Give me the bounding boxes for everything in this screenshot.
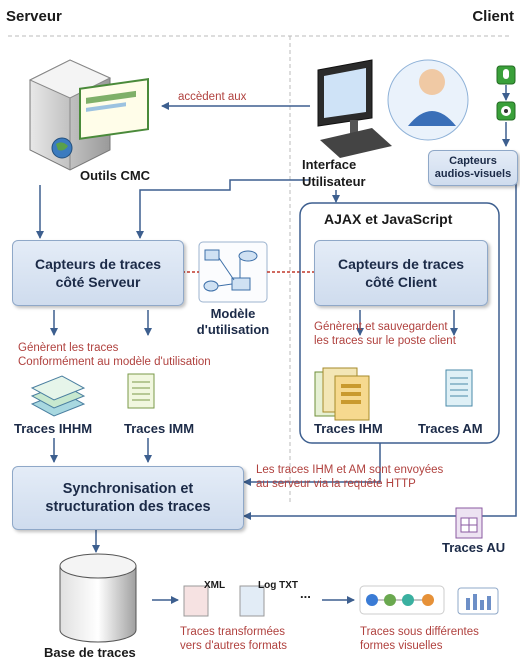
server-header: Serveur <box>6 8 62 25</box>
document-stack-icon <box>30 375 86 417</box>
document-stack-icon <box>314 367 370 421</box>
line-chart-icon <box>359 585 445 615</box>
bar-chart-icon <box>457 587 499 615</box>
xml-label: XML <box>204 580 226 591</box>
generent-sauvegardent-label: Génèrent et sauvegardent les traces sur … <box>314 321 456 347</box>
database-icon <box>59 553 137 643</box>
traces-am-label: Traces AM <box>418 421 483 436</box>
traces-au-label: Traces AU <box>442 540 506 555</box>
document-stack-icon <box>445 369 473 407</box>
server-computer-icon <box>28 59 149 171</box>
transformees-label: Traces transformées vers d'autres format… <box>180 626 288 652</box>
document-stack-icon <box>127 373 155 409</box>
base-traces-label: Base de traces <box>44 645 136 660</box>
capteurs-client-box: Capteurs de traces côté Client <box>314 240 488 306</box>
client-header: Client <box>472 8 514 25</box>
microphone-icon <box>496 65 516 85</box>
generent-traces-label: Génèrent les traces Conformément au modè… <box>18 342 211 368</box>
log-txt-label: Log TXT <box>258 580 298 591</box>
accedent-label: accèdent aux <box>178 91 247 103</box>
capteurs-av-box: Capteurs audios-visuels <box>428 150 518 186</box>
document-stack-icon <box>455 507 483 539</box>
envoyees-label: Les traces IHM et AM sont envoyées au se… <box>256 464 444 490</box>
usage-model-icon <box>198 241 268 303</box>
modele-utilisation-label: Modèle d'utilisation <box>196 306 270 337</box>
traces-ihhm-label: Traces IHHM <box>14 421 93 436</box>
traces-ihm-label: Traces IHM <box>314 421 383 436</box>
webcam-icon <box>496 101 516 121</box>
ellipsis-label: ... <box>300 586 311 601</box>
document-stack-icon <box>183 585 265 617</box>
capteurs-serveur-box: Capteurs de traces côté Serveur <box>12 240 184 306</box>
synchronisation-box: Synchronisation et structuration des tra… <box>12 466 244 530</box>
ajax-container <box>299 202 500 444</box>
ajax-title: AJAX et JavaScript <box>324 211 453 227</box>
sous-formes-label: Traces sous différentes formes visuelles <box>360 626 479 652</box>
traces-imm-label: Traces IMM <box>124 421 195 436</box>
user-workstation-icon <box>317 59 469 158</box>
outils-cmc-label: Outils CMC <box>80 168 151 183</box>
interface-utilisateur-label: Interface Utilisateur <box>302 157 366 189</box>
